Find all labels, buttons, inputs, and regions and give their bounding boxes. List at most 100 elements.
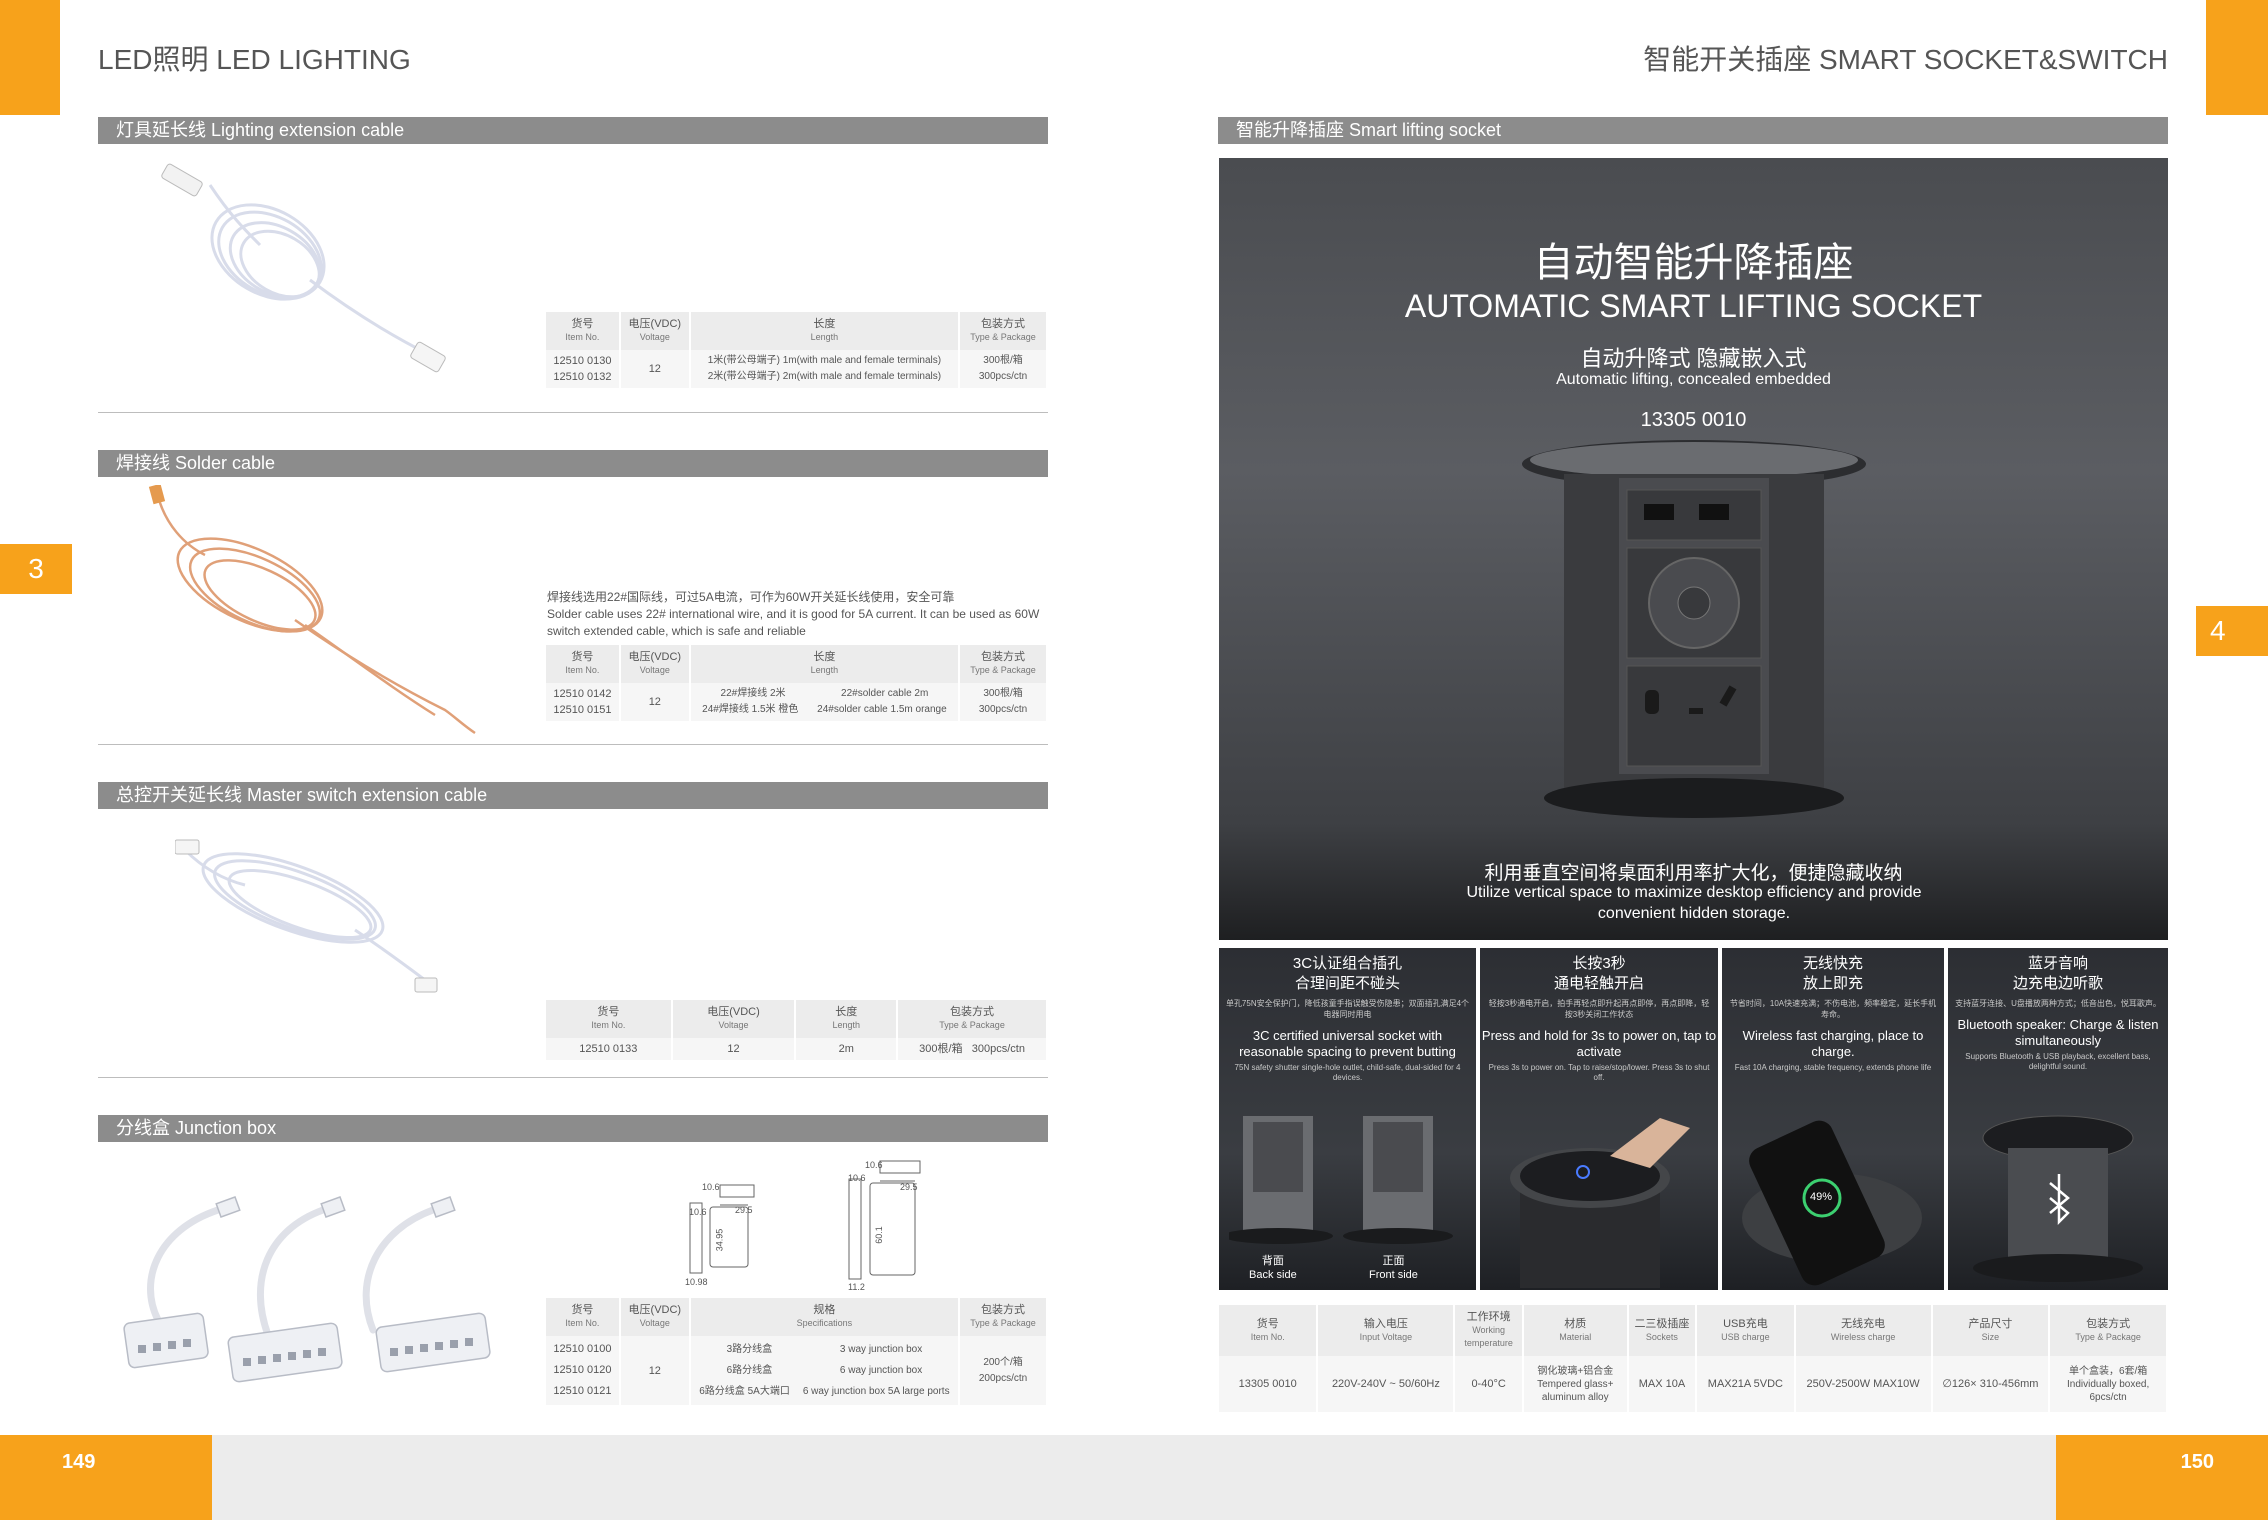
table-cell: 13305 0010 <box>1219 1356 1319 1412</box>
footer-band <box>0 1435 2268 1520</box>
dimension-label: 10.6 <box>865 1160 883 1170</box>
table-cell: MAX21A 5VDC <box>1696 1356 1796 1412</box>
feature-panel-bluetooth: 蓝牙音响边充电边听歌 支持蓝牙连接、U盘播放两种方式；低音出色，悦耳歌声。 Bl… <box>1948 948 2168 1290</box>
dimension-label: 10.98 <box>685 1277 708 1287</box>
page-number-right: 150 <box>2180 1451 2214 1473</box>
wireless-charging-phone-illustration <box>1742 1120 1922 1286</box>
dimension-label: 11.2 <box>848 1282 865 1292</box>
dimension-label: 60.1 <box>873 1226 884 1244</box>
bluetooth-speaker-illustration <box>1973 1115 2143 1282</box>
smart-socket-hero: 自动智能升降插座 AUTOMATIC SMART LIFTING SOCKET … <box>1219 158 2168 940</box>
feature-desc-cn: 节省时间，10A快速充满；不伤电池，频率稳定，延长手机寿命。 <box>1729 999 1937 1019</box>
page-number-left: 149 <box>62 1451 96 1473</box>
right-page-header: 智能开关插座 SMART SOCKET&SWITCH <box>1643 44 2168 75</box>
feature-desc-en: Press and hold for 3s to power on, tap t… <box>1481 1028 1717 1059</box>
hero-subtitle-en: Automatic lifting, concealed embedded <box>1556 371 1831 388</box>
feature-title: 3C认证组合插孔合理间距不碰头 <box>1292 955 1403 992</box>
table-cell: 12 <box>619 350 691 388</box>
master-switch-cable-image <box>175 839 438 993</box>
footer-page-left: 149 <box>0 1435 212 1520</box>
feature-panel-touch: 长按3秒通电轻触开启 轻按3秒通电开启，拍手再轻点即升起再点即停，再点即降，轻按… <box>1480 948 1718 1290</box>
footer-page-right: 150 <box>2056 1435 2268 1520</box>
feature-title: 蓝牙音响边充电边听歌 <box>2012 955 2103 992</box>
touch-button-illustration <box>1510 1118 1690 1288</box>
socket-back-front-illustration <box>1229 1116 1453 1244</box>
col-header-voltage: 电压(VDC)Voltage <box>619 312 691 350</box>
solder-cable-description: 焊接线选用22#国际线，可过5A电流，可作为60W开关延长线使用，安全可靠 So… <box>547 589 1052 640</box>
lighting-cable-image <box>161 163 446 373</box>
junction-box-image <box>123 1196 491 1383</box>
hero-model-number: 13305 0010 <box>1640 409 1747 431</box>
table-cell: 12 <box>671 1038 797 1060</box>
divider <box>98 744 1048 745</box>
junction-box-drawing-large <box>848 1160 921 1280</box>
table-cell: 220V-240V ~ 50/60Hz <box>1317 1356 1456 1412</box>
junction-box-drawing-small <box>689 1184 755 1274</box>
chapter-number-left: 3 <box>28 553 44 584</box>
feature-desc-cn: 支持蓝牙连接、U盘播放两种方式；低音出色，悦耳歌声。 <box>1955 999 2161 1008</box>
chapter-number-right: 4 <box>2210 615 2226 646</box>
dimension-label: 10.6 <box>702 1182 720 1192</box>
feature-desc-en-small: Supports Bluetooth & USB playback, excel… <box>1965 1052 2151 1071</box>
feature-desc-en-small: Fast 10A charging, stable frequency, ext… <box>1734 1063 1932 1072</box>
right-corner-accent <box>2206 0 2268 115</box>
hero-title-cn: 自动智能升降插座 <box>1533 241 1854 285</box>
lifting-socket-illustration <box>1522 440 1866 818</box>
dimension-label: 29.5 <box>900 1182 918 1192</box>
hero-subtitle-cn: 自动升降式 隐藏嵌入式 <box>1580 346 1807 371</box>
left-page-header: LED照明 LED LIGHTING <box>98 44 411 75</box>
feature-desc-cn: 轻按3秒通电开启，拍手再轻点即升起再点即停，再点即降，轻按3秒关闭工作状态 <box>1488 999 1710 1019</box>
hero-bottom-en: Utilize vertical space to maximize deskt… <box>1466 884 1922 922</box>
section-header-master-switch: 总控开关延长线 Master switch extension cable <box>98 782 1048 809</box>
feature-desc-en: Bluetooth speaker: Charge & listen simul… <box>1957 1017 2159 1048</box>
divider <box>98 412 1048 413</box>
table-cell: 12510 0133 <box>546 1038 673 1060</box>
feature-desc-en-small: Press 3s to power on. Tap to raise/stop/… <box>1488 1063 1710 1082</box>
feature-desc-en: Wireless fast charging, place to charge. <box>1742 1028 1924 1059</box>
section-header-lighting-cable: 灯具延长线 Lighting extension cable <box>98 117 1048 144</box>
feature-desc-en: 3C certified universal socket with reaso… <box>1239 1028 1456 1059</box>
col-header-voltage: 电压(VDC)Voltage <box>671 1000 797 1038</box>
description-en: Solder cable uses 22# international wire… <box>547 607 1040 638</box>
phone-charge-percent: 49% <box>1810 1191 1833 1203</box>
hero-title-en: AUTOMATIC SMART LIFTING SOCKET <box>1404 288 1983 324</box>
description-cn: 焊接线选用22#国际线，可过5A电流，可作为60W开关延长线使用，安全可靠 <box>547 590 955 604</box>
col-header-voltage: 电压(VDC)Voltage <box>619 645 691 683</box>
dimension-label: 34.95 <box>714 1228 725 1252</box>
feature-desc-cn: 单孔75N安全保护门，降低孩童手指误触受伤隐患；双面插孔满足4个电器同时用电 <box>1225 999 1470 1019</box>
feature-panel-wireless: 无线快充放上即充 节省时间，10A快速充满；不伤电池，频率稳定，延长手机寿命。 … <box>1722 948 1944 1290</box>
table-cell: MAX 10A <box>1627 1356 1698 1412</box>
dimension-label: 29.5 <box>735 1205 753 1215</box>
feature-title: 长按3秒通电轻触开启 <box>1553 955 1644 992</box>
